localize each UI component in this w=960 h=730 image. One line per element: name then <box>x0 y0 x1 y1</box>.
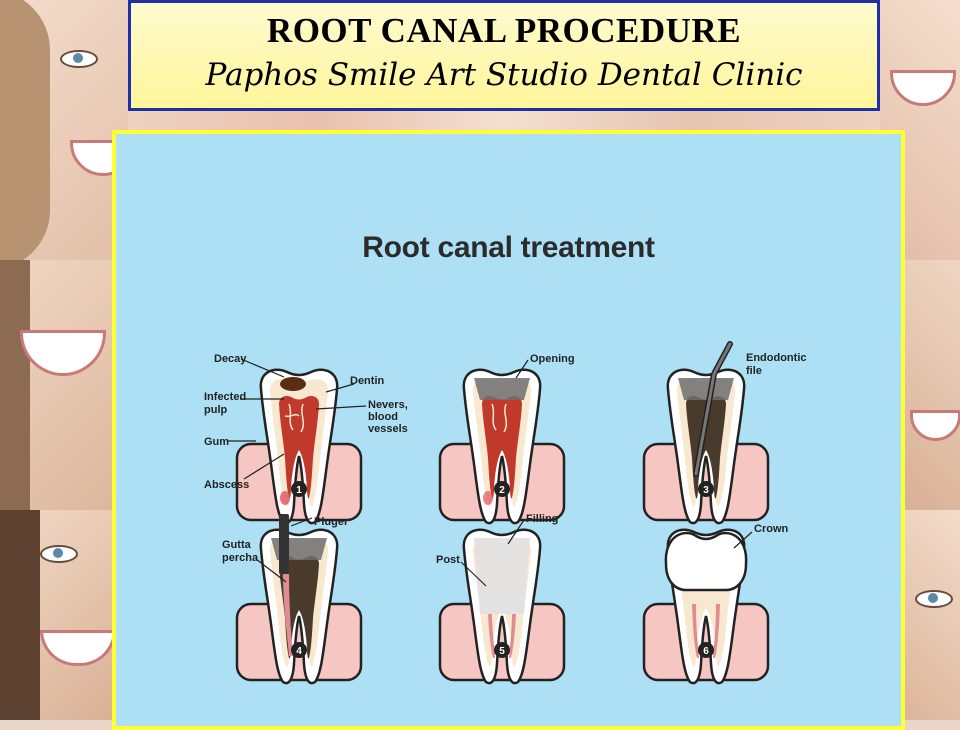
label-post: Post <box>436 554 460 566</box>
label-endodontic-file: Endodontic <box>746 352 807 364</box>
step-2-tooth <box>438 368 566 525</box>
label-gutta-percha: Gutta <box>222 539 252 551</box>
step-5-tooth <box>438 528 566 685</box>
root-canal-diagram: Decay Infected pulp Gum Abscess Dentin N… <box>204 341 807 685</box>
label-opening: Opening <box>530 353 575 365</box>
title-banner: ROOT CANAL PROCEDURE Paphos Smile Art St… <box>128 0 880 111</box>
page-title: ROOT CANAL PROCEDURE <box>266 11 742 50</box>
clinic-name: Paphos Smile Art Studio Dental Clinic <box>205 57 803 93</box>
label-gum: Gum <box>204 436 229 448</box>
step-6-tooth <box>642 528 770 685</box>
label-infected-pulp-2: pulp <box>204 404 227 416</box>
diagram-panel: Root canal treatment Decay Infected pulp <box>112 130 905 730</box>
label-crown: Crown <box>754 523 789 535</box>
step-6-labels: Crown 6 <box>698 523 789 658</box>
smiling-face-photo <box>905 260 960 510</box>
step-2-labels: Opening 2 <box>494 353 575 497</box>
step-1-labels: Decay Infected pulp Gum Abscess Dentin N… <box>204 353 408 497</box>
step-4-labels: Pluger Gutta percha 4 <box>222 516 349 658</box>
step-number-5: 5 <box>499 646 505 657</box>
label-nerves-3: vessels <box>368 423 408 435</box>
step-5-labels: Filling Post 5 <box>436 513 558 658</box>
step-3-labels: Endodontic file 3 <box>698 352 807 497</box>
label-decay: Decay <box>214 353 247 365</box>
step-number-6: 6 <box>703 646 709 657</box>
label-nerves: Nevers, <box>368 399 408 411</box>
smiling-face-photo <box>905 510 960 720</box>
step-number-1: 1 <box>296 485 302 496</box>
step-number-2: 2 <box>499 485 505 496</box>
label-nerves-2: blood <box>368 411 398 423</box>
label-abscess: Abscess <box>204 479 249 491</box>
step-number-3: 3 <box>703 485 709 496</box>
label-infected-pulp: Infected <box>204 391 246 403</box>
label-filling: Filling <box>526 513 558 525</box>
step-1-tooth <box>235 368 363 525</box>
smiling-face-photo <box>0 0 136 270</box>
label-pluger: Pluger <box>314 516 349 528</box>
label-gutta-percha-2: percha <box>222 552 259 564</box>
smiling-face-photo <box>128 111 880 130</box>
label-dentin: Dentin <box>350 375 385 387</box>
label-endodontic-file-2: file <box>746 365 762 377</box>
smiling-face-photo <box>0 510 116 720</box>
smiling-face-photo <box>0 260 112 510</box>
step-number-4: 4 <box>296 646 302 657</box>
diagram-title: Root canal treatment <box>362 231 655 264</box>
